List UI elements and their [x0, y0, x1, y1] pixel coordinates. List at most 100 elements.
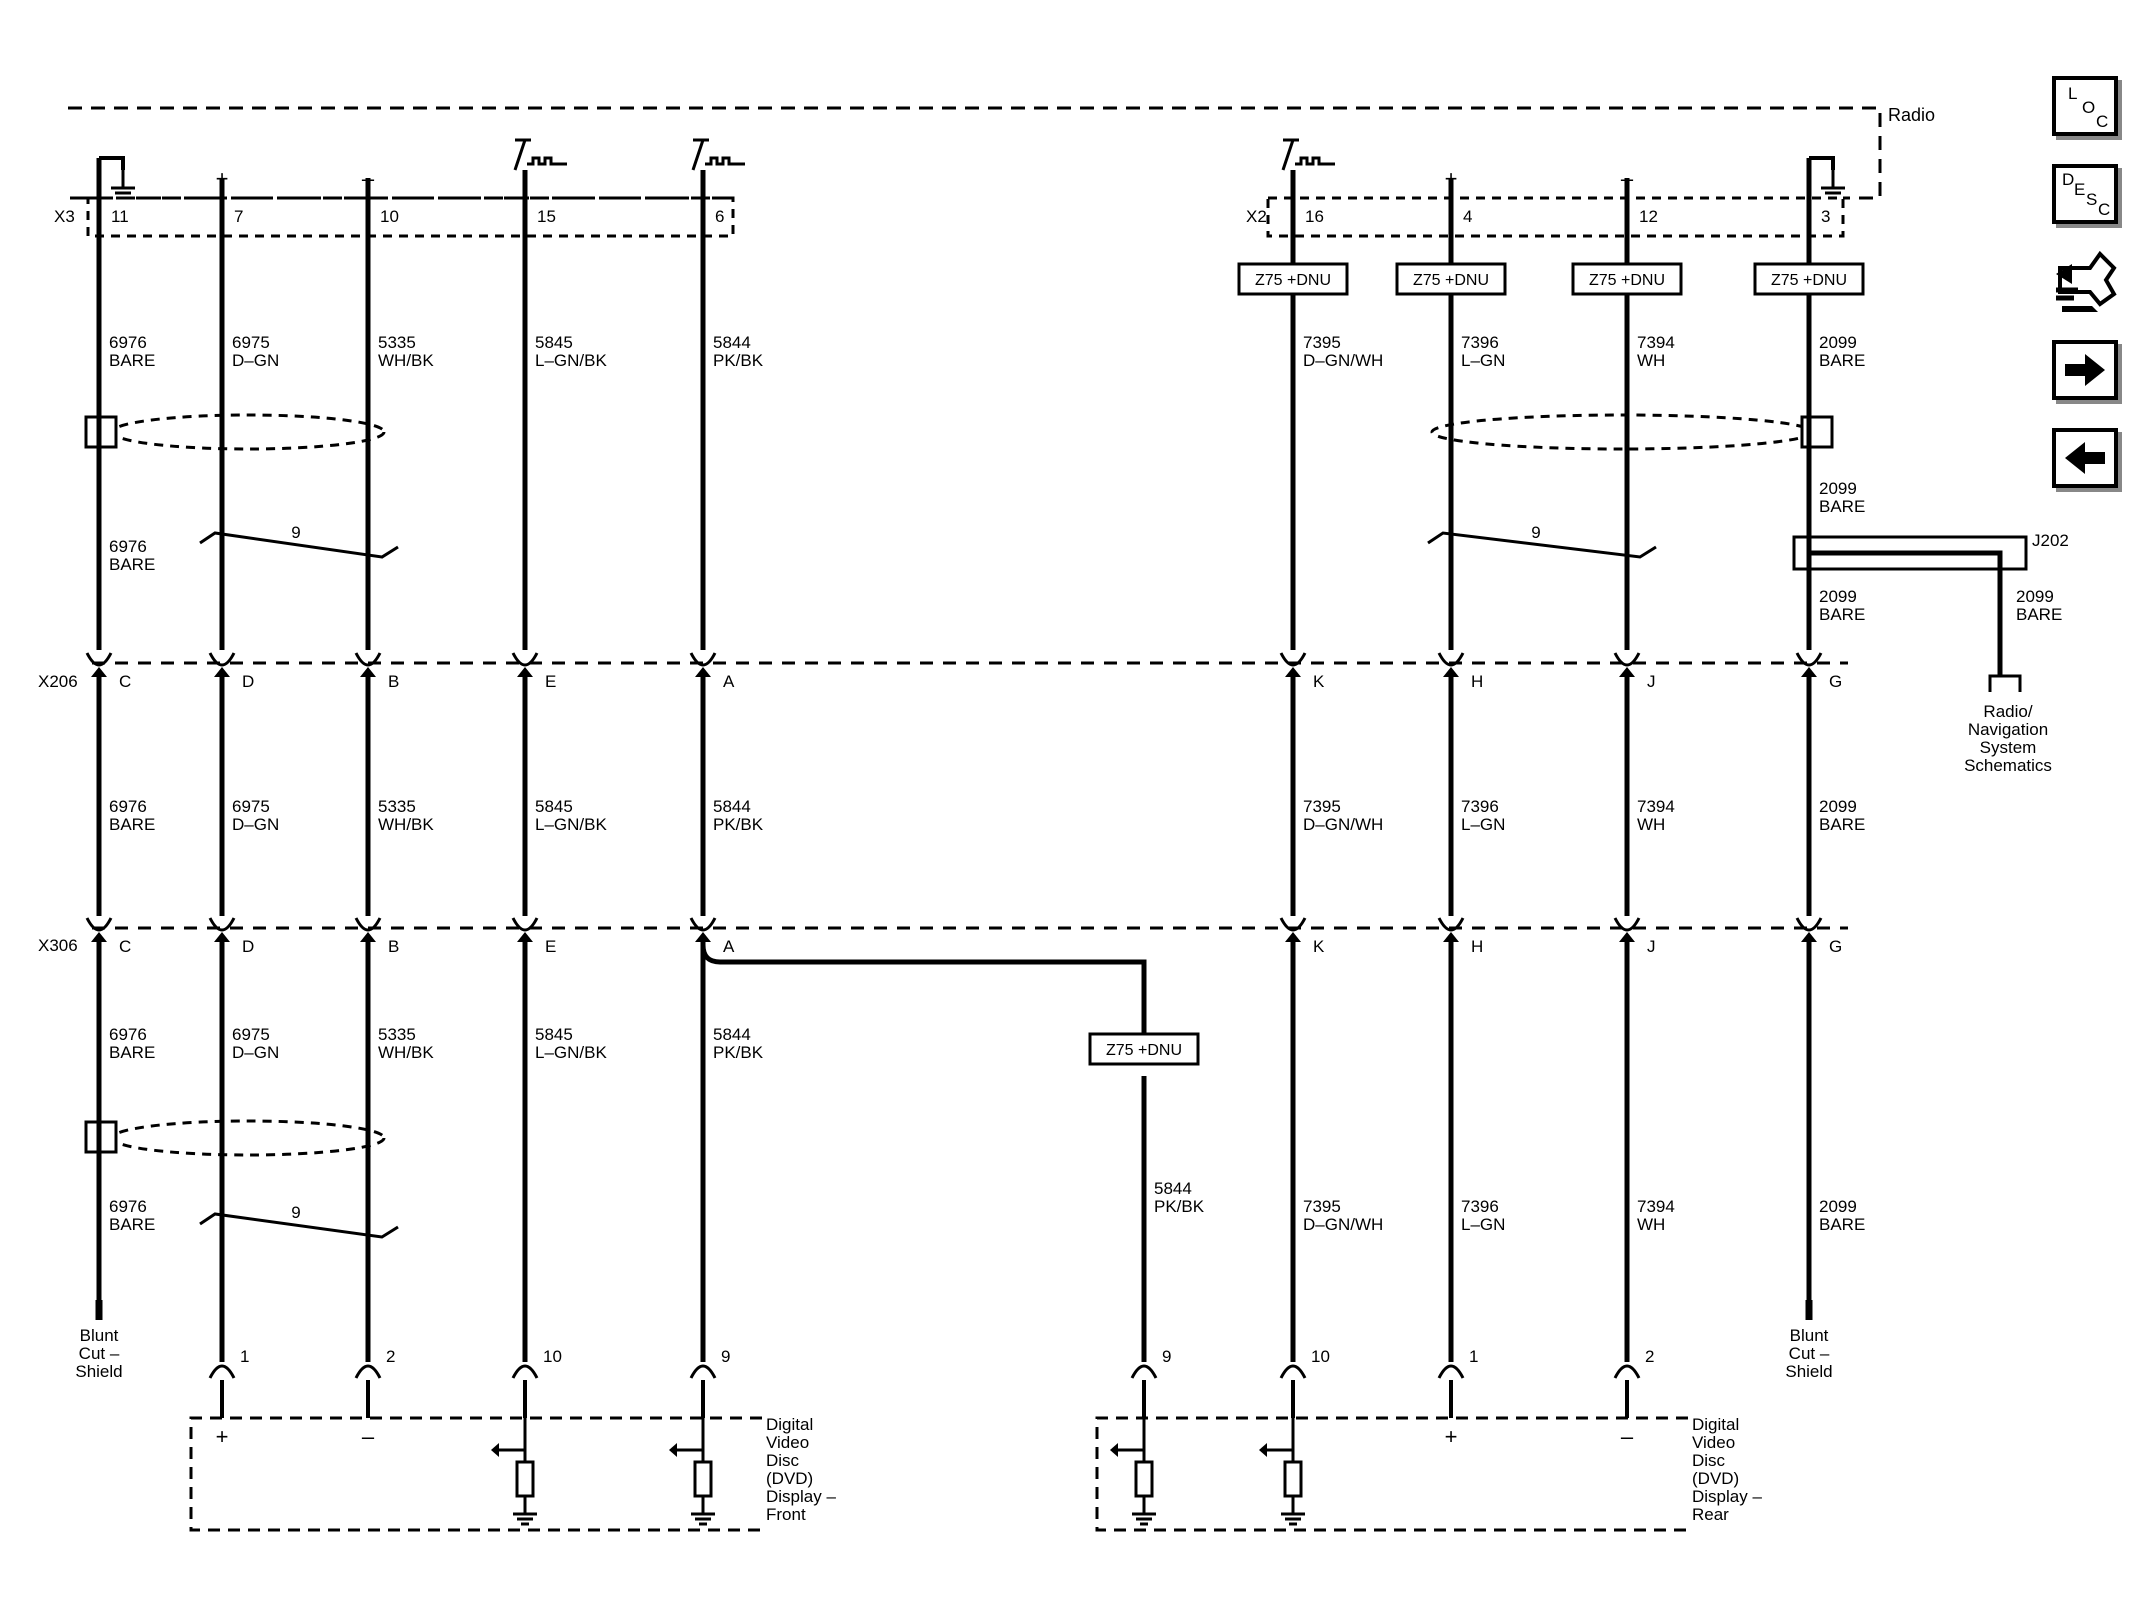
- x306-pin-2099: [1801, 932, 1817, 942]
- radio-nav-schematics-ref[interactable]: Radio/ Navigation System Schematics: [1964, 702, 2052, 775]
- device-ground-icon-5: [1132, 1496, 1156, 1526]
- x306-pin-label-6975: D: [242, 937, 254, 956]
- x206-pin-7395: [1285, 667, 1301, 677]
- x206-cavity-7396: [1437, 652, 1465, 667]
- x206-pin-7396: [1443, 667, 1459, 677]
- x206-cavity-5335: [354, 652, 382, 667]
- arrow-right-icon: [2065, 354, 2105, 386]
- device-cavity-6975: [208, 1364, 236, 1379]
- ground-icon-1: [1821, 170, 1845, 200]
- loc-button[interactable]: L O C: [2052, 76, 2118, 136]
- connector-end-view-button[interactable]: [2052, 246, 2118, 312]
- option-tag-3: Z75 +DNU: [1771, 272, 1847, 289]
- x206-pin-2099: [1801, 667, 1817, 677]
- color-7394-0: WH: [1637, 351, 1665, 370]
- x306-cavity-7395: [1279, 917, 1307, 932]
- circuit-7396-1: 7396: [1461, 797, 1499, 816]
- x206-pin-label-6976: C: [119, 672, 131, 691]
- dvd-rear-boundary: [1095, 1416, 1688, 1532]
- dvd-rear-label-1: Digital: [1692, 1415, 1739, 1434]
- circuit-5845-1: 5845: [535, 797, 573, 816]
- circuit-6975-0: 6975: [232, 333, 270, 352]
- circuit-7396-3: 7396: [1461, 1197, 1499, 1216]
- device-ground-icon-6: [1281, 1496, 1305, 1526]
- ground-icon-0: [111, 170, 135, 200]
- option-tag-1: Z75 +DNU: [1413, 272, 1489, 289]
- x306-pin-5335: [360, 932, 376, 942]
- previous-page-button[interactable]: [2052, 428, 2118, 488]
- video-output-lead-5: [1118, 1418, 1146, 1452]
- radio-polarity-6975: +: [216, 166, 229, 191]
- device-pin-6975-1: 1: [240, 1347, 249, 1366]
- circuit-6975-1: 6975: [232, 797, 270, 816]
- twist-count-labels: 9 9 9: [291, 523, 1540, 1222]
- color-6975-0: D–GN: [232, 351, 279, 370]
- blunt-cut-left-2: Cut –: [79, 1344, 120, 1363]
- circuit-2099-1: 2099: [1819, 797, 1857, 816]
- termination-resistor-4: [693, 1460, 713, 1498]
- option-tag-2: Z75 +DNU: [1589, 272, 1665, 289]
- color-7395-0: D–GN/WH: [1303, 351, 1383, 370]
- loc-letter-o: O: [2082, 98, 2096, 117]
- circuit-6976-3: 6976: [109, 1197, 147, 1216]
- dvd-front-label-3: Disc: [766, 1451, 800, 1470]
- x206-cavity-7395: [1279, 652, 1307, 667]
- device-cavity-5335: [354, 1364, 382, 1379]
- color-2099-1: BARE: [1819, 815, 1865, 834]
- color-7396-0: L–GN: [1461, 351, 1505, 370]
- video-output-lead-3: [499, 1418, 527, 1452]
- circuit-2099-pre-splice: 2099: [1819, 479, 1857, 498]
- shield-ellipse-front-lower: [110, 1119, 386, 1157]
- color-5335-2: WH/BK: [378, 1043, 434, 1062]
- x306-pin-label-5845: E: [545, 937, 556, 956]
- radio-pin-7395: 16: [1305, 207, 1324, 226]
- x206-pin-label-7394: J: [1647, 672, 1656, 691]
- twist-marker-rear: [1427, 531, 1657, 559]
- diagram-static: [68, 106, 2028, 1532]
- color-6975-2: D–GN: [232, 1043, 279, 1062]
- ground-stub-0: [99, 156, 125, 170]
- blunt-cut-left-1: Blunt: [80, 1326, 119, 1345]
- desc-button[interactable]: D E S C: [2052, 164, 2118, 224]
- circuit-6976-1: 6976: [109, 797, 147, 816]
- color-5844-rear: PK/BK: [1154, 1197, 1205, 1216]
- x206-cavity-5845: [511, 652, 539, 667]
- video-input-symbol-5845: [513, 138, 567, 171]
- video-output-lead-4: [677, 1418, 705, 1452]
- circuit-2099-0: 2099: [1819, 333, 1857, 352]
- device-pin-5844-5: 9: [1162, 1347, 1171, 1366]
- color-5845-1: L–GN/BK: [535, 815, 607, 834]
- circuit-7394-0: 7394: [1637, 333, 1675, 352]
- radio-label: Radio: [1888, 105, 1935, 125]
- option-box-3: [1753, 262, 1865, 296]
- blunt-cut-left: Blunt Cut – Shield: [75, 1326, 122, 1381]
- x306-pin-label-5335: B: [388, 937, 399, 956]
- termination-resistor-3: [515, 1460, 535, 1498]
- radio-nav-line3: System: [1980, 738, 2037, 757]
- device-cavity-5845: [511, 1364, 539, 1379]
- termination-resistor-6: [1283, 1460, 1303, 1498]
- blunt-cut-left-3: Shield: [75, 1362, 122, 1381]
- radio-pin-7394: 12: [1639, 207, 1658, 226]
- circuit-7394-1: 7394: [1637, 797, 1675, 816]
- device-pin-5845-3: 10: [543, 1347, 562, 1366]
- radio-polarity-7396: +: [1445, 166, 1458, 191]
- option-box-4: [1088, 1032, 1200, 1066]
- x306-pin-label-6976: C: [119, 937, 131, 956]
- desc-letter-c: C: [2098, 200, 2111, 219]
- color-7396-1: L–GN: [1461, 815, 1505, 834]
- color-6975-1: D–GN: [232, 815, 279, 834]
- dvd-front-label: Digital Video Disc (DVD) Display – Front: [766, 1415, 836, 1524]
- circuit-7395-1: 7395: [1303, 797, 1341, 816]
- x306-cavity-7396: [1437, 917, 1465, 932]
- device-cavity-5844: [1130, 1364, 1158, 1379]
- radio-pin-7396: 4: [1463, 207, 1472, 226]
- dvd-rear-label-6: Rear: [1692, 1505, 1729, 1524]
- device-ground-icon-3: [513, 1496, 537, 1526]
- x206-label: X206: [38, 672, 78, 691]
- circuit-5845-0: 5845: [535, 333, 573, 352]
- device-polarity-5335: –: [362, 1424, 375, 1449]
- next-page-button[interactable]: [2052, 340, 2118, 400]
- x306-pin-6975: [214, 932, 230, 942]
